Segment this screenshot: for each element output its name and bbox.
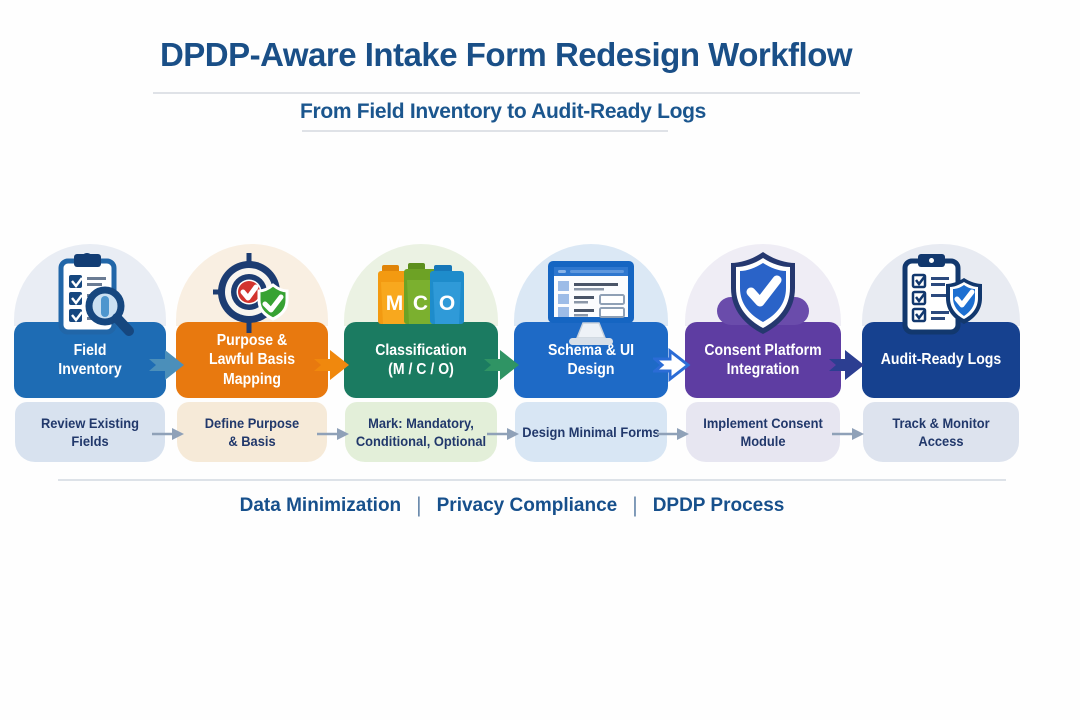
stage-description-box: Design Minimal Forms — [515, 402, 667, 462]
page-title: DPDP-Aware Intake Form Redesign Workflow — [159, 36, 853, 73]
folder-letter-c: C — [413, 292, 428, 315]
footer-tag-data-minimization: Data Minimization — [239, 495, 402, 516]
stage-description: Mark: Mandatory, Conditional, Optional — [355, 414, 487, 449]
stage-description: Review Existing Fields — [40, 414, 140, 449]
flow-arrow-4-5 — [653, 348, 691, 382]
folder-letter-m: M — [386, 292, 404, 315]
subtitle-divider — [302, 130, 668, 132]
shield-checkmark-icon — [715, 250, 811, 340]
page-subtitle: From Field Inventory to Audit-Ready Logs — [299, 100, 707, 123]
stage-title-band: Audit-Ready Logs — [862, 322, 1020, 398]
footer-separator: | — [632, 494, 638, 517]
stage-description-box: Review Existing Fields — [15, 402, 165, 462]
clipboard-shield-icon — [893, 252, 989, 336]
stage-title-band: Classification (M / C / O) — [344, 322, 498, 398]
folders-mco-icon: M C O — [375, 262, 467, 328]
stage-description-box: Track & Monitor Access — [863, 402, 1019, 462]
footer-separator: | — [416, 494, 422, 517]
stage-field-inventory: Field Inventory Review Existing Fields — [14, 244, 166, 464]
stage-title: Classification (M / C / O) — [375, 341, 467, 378]
footer-tag-privacy-compliance: Privacy Compliance — [436, 495, 618, 516]
stage-description-box: Define Purpose & Basis — [177, 402, 327, 462]
stage-title-band: Schema & UI Design — [514, 322, 668, 398]
small-arrow-5-6 — [832, 428, 864, 440]
small-arrow-2-3 — [317, 428, 349, 440]
footer-tags: Data Minimization | Privacy Compliance |… — [0, 494, 1024, 518]
flow-arrow-5-6 — [829, 350, 864, 380]
stage-schema-ui-design: Schema & UI Design Design Minimal Forms — [514, 244, 668, 464]
stage-title-band: Purpose & Lawful Basis Mapping — [176, 322, 328, 398]
footer-tag-dpdp-process: DPDP Process — [652, 495, 785, 516]
stage-purpose-lawful-basis: Purpose & Lawful Basis Mapping Define Pu… — [176, 244, 328, 464]
title-divider — [153, 92, 860, 94]
stage-title: Purpose & Lawful Basis Mapping — [208, 332, 296, 388]
small-arrow-4-5 — [657, 428, 689, 440]
flow-arrow-3-4 — [484, 350, 519, 380]
target-checkmark-icon — [209, 252, 295, 336]
stage-audit-ready-logs: Audit-Ready Logs Track & Monitor Access — [862, 244, 1020, 464]
stage-consent-platform: Consent Platform Integration Implement C… — [685, 244, 841, 464]
stage-description: Track & Monitor Access — [892, 414, 990, 449]
small-arrow-1-2 — [152, 428, 184, 440]
flow-arrow-1-2 — [149, 350, 184, 380]
stage-classification: M C O Classification (M / C / O) Mark: M… — [344, 244, 498, 464]
stage-description-box: Implement Consent Module — [686, 402, 840, 462]
stage-description: Define Purpose & Basis — [204, 414, 300, 449]
folder-letter-o: O — [439, 292, 455, 315]
stage-description: Implement Consent Module — [703, 414, 823, 449]
stage-description: Design Minimal Forms — [522, 423, 660, 440]
stage-title: Schema & UI Design — [547, 341, 635, 378]
footer-divider — [58, 479, 1006, 481]
clipboard-checklist-magnifier-icon — [46, 252, 134, 336]
stage-title-band: Consent Platform Integration — [685, 322, 841, 398]
small-arrow-3-4 — [487, 428, 519, 440]
stage-title: Audit-Ready Logs — [880, 351, 1002, 369]
monitor-form-icon — [543, 258, 639, 370]
stage-title-band: Field Inventory — [14, 322, 166, 398]
flow-arrow-2-3 — [314, 350, 349, 380]
stage-description-box: Mark: Mandatory, Conditional, Optional — [345, 402, 497, 462]
stage-title: Consent Platform Integration — [704, 341, 822, 378]
stage-title: Field Inventory — [58, 341, 122, 378]
